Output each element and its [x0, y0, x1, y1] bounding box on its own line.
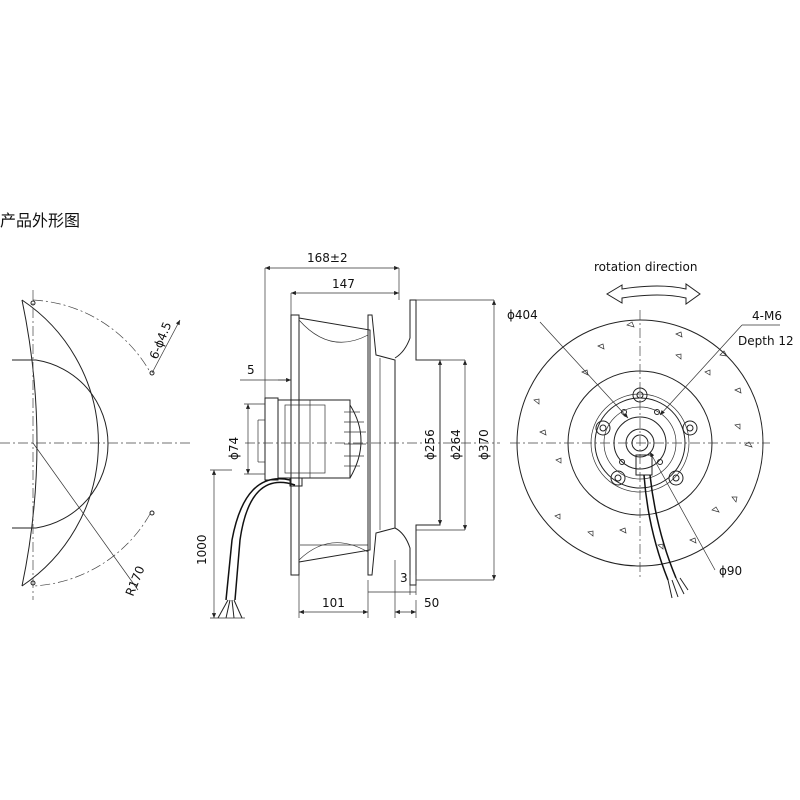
impeller-blades — [298, 317, 371, 563]
left-view: 6-ϕ4.5 R170 — [0, 290, 190, 600]
mounting-hole — [149, 510, 155, 516]
flange-offset-dimension: 5 — [247, 363, 255, 377]
base-length-dimension: 101 — [322, 596, 345, 610]
overall-length-dimension: 168±2 — [307, 251, 348, 265]
rotation-arrow-icon — [606, 283, 701, 305]
impeller-backplate — [290, 314, 300, 576]
hole-label: 6-ϕ4.5 — [147, 320, 175, 361]
rotation-direction-label: rotation direction — [594, 260, 697, 274]
power-cable — [234, 481, 296, 601]
radius-label: R170 — [123, 564, 148, 598]
impeller-length-dimension: 147 — [332, 277, 355, 291]
inlet-diameter-dimension: ϕ256 — [423, 429, 437, 460]
motor-body — [277, 399, 351, 479]
thread-depth-label: Depth 12 — [738, 334, 794, 348]
junction-box — [635, 454, 653, 476]
mounting-hole — [30, 580, 36, 586]
front-cable — [643, 474, 669, 581]
ring-depth-dimension: 50 — [424, 596, 439, 610]
mounting-lug — [595, 420, 611, 436]
mounting-lug — [610, 470, 626, 486]
motor-rotor — [349, 404, 362, 479]
motor-flange — [264, 397, 279, 481]
mounting-lug — [668, 470, 684, 486]
hub-bolt-circle-label: ϕ90 — [719, 564, 742, 578]
bolt-circle-label: ϕ404 — [507, 308, 538, 322]
side-view: 168±2 147 — [195, 251, 500, 619]
mounting-hole — [149, 370, 155, 376]
impeller-diameter-dimension: ϕ370 — [477, 429, 491, 460]
mounting-lug — [682, 420, 698, 436]
front-shroud — [367, 314, 396, 576]
page-title: 产品外形图 — [0, 211, 81, 230]
inner-hub-arc — [35, 359, 109, 529]
thread-spec-label: 4-M6 — [752, 309, 782, 323]
ring-thickness-dimension: 3 — [400, 571, 408, 585]
hub-diameter-dimension: ϕ74 — [227, 437, 241, 460]
nozzle-diameter-dimension: ϕ264 — [449, 429, 463, 460]
mounting-hole — [30, 300, 36, 306]
cable-length-dimension: 1000 — [195, 534, 209, 565]
mounting-lug — [632, 387, 648, 403]
front-view: rotation direction — [507, 260, 794, 599]
